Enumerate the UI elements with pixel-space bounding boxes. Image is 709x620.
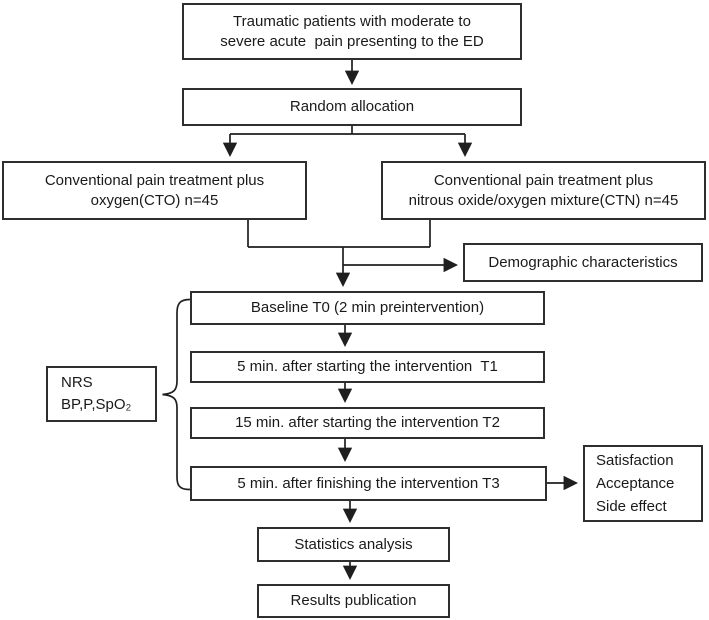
box-cto-group: Conventional pain treatment plus oxygen(… [2,161,307,220]
box-text: severe acute pain presenting to the ED [220,32,484,50]
box-text: Conventional pain treatment plus [433,171,654,189]
box-results-publication: Results publication [257,584,450,618]
box-text: 5 min. after starting the intervention T… [237,358,498,376]
box-text: NRS [61,373,93,391]
split-line [230,126,465,135]
box-demographic-characteristics: Demographic characteristics [463,243,703,282]
box-eligible-patients: Traumatic patients with moderate to seve… [182,3,522,60]
box-text: Results publication [290,592,417,610]
box-text: Satisfaction [596,451,674,469]
box-text: Traumatic patients with moderate to [233,12,471,30]
box-text: Conventional pain treatment plus [44,171,265,189]
box-text: Baseline T0 (2 min preintervention) [250,299,485,317]
box-text: BP,P,SpO₂ [61,396,132,413]
box-outcome-measures: NRS BP,P,SpO₂ [46,366,157,422]
box-text: Side effect [596,498,667,516]
box-timepoint-t0: Baseline T0 (2 min preintervention) [190,291,545,325]
box-text: nitrous oxide/oxygen mixture(CTN) n=45 [408,191,679,209]
box-timepoint-t1: 5 min. after starting the intervention T… [190,351,545,383]
box-ctn-group: Conventional pain treatment plus nitrous… [381,161,706,220]
box-statistics-analysis: Statistics analysis [257,527,450,562]
measures-brace [162,298,191,491]
box-text: 5 min. after finishing the intervention … [237,474,500,492]
box-timepoint-t3: 5 min. after finishing the intervention … [190,466,547,501]
box-text: Random allocation [289,98,415,116]
merge-line [247,219,431,248]
box-text: oxygen(CTO) n=45 [90,191,219,209]
box-secondary-outcomes: Satisfaction Acceptance Side effect [583,445,703,522]
box-timepoint-t2: 15 min. after starting the intervention … [190,407,545,439]
box-text: Statistics analysis [294,535,413,553]
box-text: Demographic characteristics [488,253,678,271]
box-text: Acceptance [596,474,675,492]
box-text: 15 min. after starting the intervention … [235,414,500,432]
box-random-allocation: Random allocation [182,88,522,126]
